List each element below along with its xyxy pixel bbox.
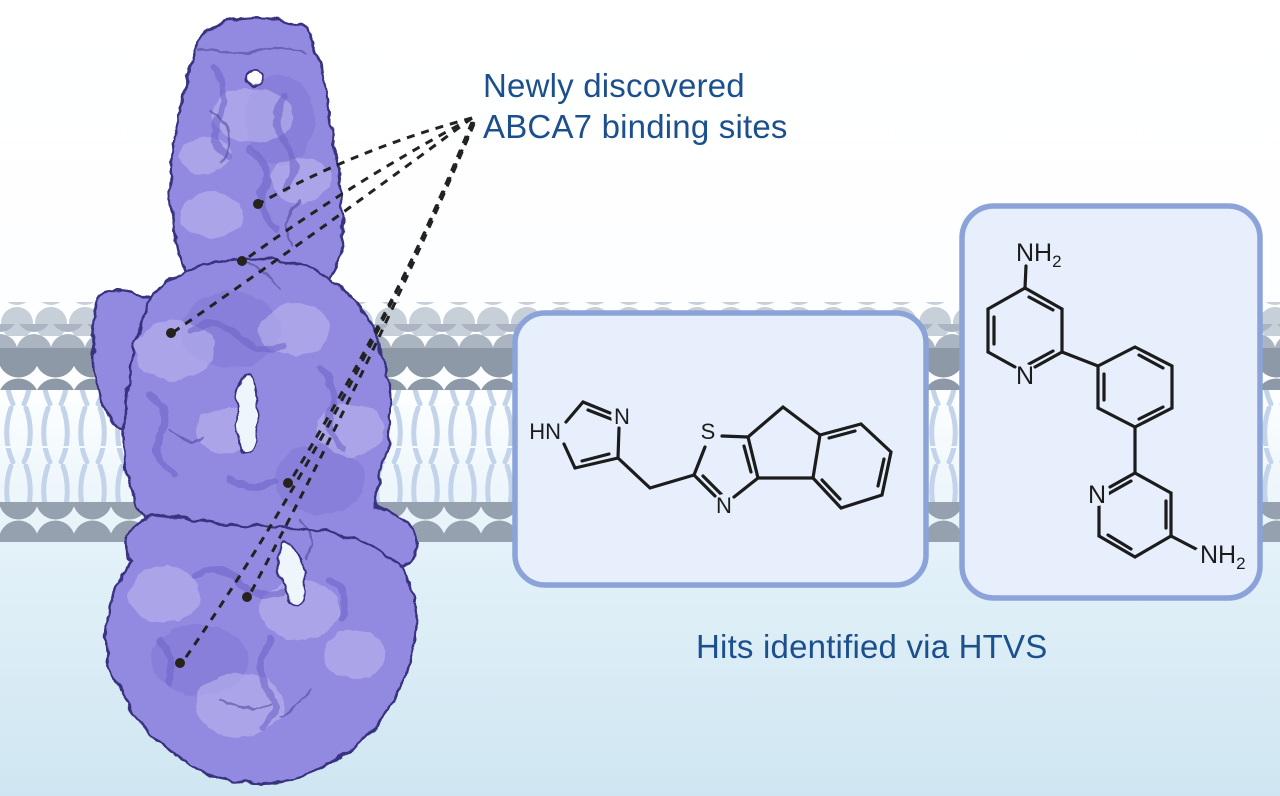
hit-compound-card-1: HN N S N — [512, 310, 929, 588]
protein-surface-squiggles — [146, 66, 349, 732]
atom-label-s-thiazole: S — [701, 419, 716, 444]
atom-label-n-bottom: N — [1088, 481, 1106, 509]
binding-site-dot — [283, 478, 293, 488]
binding-site-dot — [166, 328, 176, 338]
molecule-1-atom-labels: HN N S N — [525, 404, 735, 518]
atom-label-nh2-bottom: NH2 — [1200, 541, 1246, 573]
card-1-frame — [512, 310, 929, 588]
atom-label-n-thiazole: N — [716, 493, 732, 518]
caption-hits-identified: Hits identified via HTVS — [696, 628, 1047, 665]
label-backplate — [1012, 239, 1060, 265]
caption-binding-sites-line2: ABCA7 binding sites — [483, 108, 788, 145]
binding-site-pointer-lines — [174, 116, 476, 661]
hit-compound-card-2: NH2 N N NH2 — [959, 203, 1263, 601]
binding-site-markers — [166, 199, 293, 668]
binding-site-dot — [242, 592, 252, 602]
label-backplate — [525, 419, 565, 443]
pointer-line — [245, 116, 473, 261]
atom-label-n-imidazole: N — [614, 404, 630, 429]
molecule-2-atom-labels: NH2 N N NH2 — [1012, 239, 1246, 573]
protein-contour-lines — [168, 46, 312, 718]
card-2-frame — [959, 203, 1263, 601]
pointer-line — [248, 123, 476, 595]
atom-label-n-top: N — [1016, 362, 1034, 390]
caption-binding-sites-line1: Newly discovered — [483, 67, 745, 104]
atom-label-nh2-top: NH2 — [1016, 239, 1062, 271]
pointer-line — [182, 121, 474, 661]
label-backplate — [1085, 482, 1109, 506]
label-backplate — [611, 405, 633, 427]
label-backplate — [697, 420, 719, 442]
molecule-1-structure — [562, 400, 893, 510]
binding-site-dot — [175, 658, 185, 668]
molecule-2-structure — [986, 264, 1198, 559]
atom-label-hn: HN — [529, 419, 561, 444]
label-backplate — [713, 494, 735, 516]
pointer-line — [174, 116, 473, 333]
binding-site-dot — [253, 199, 263, 209]
label-backplate — [1013, 364, 1037, 388]
protein-cavities — [235, 68, 307, 608]
pointer-line — [261, 116, 473, 204]
binding-site-dot — [237, 256, 247, 266]
abca7-protein-structure — [92, 16, 419, 785]
label-backplate — [1193, 543, 1243, 569]
